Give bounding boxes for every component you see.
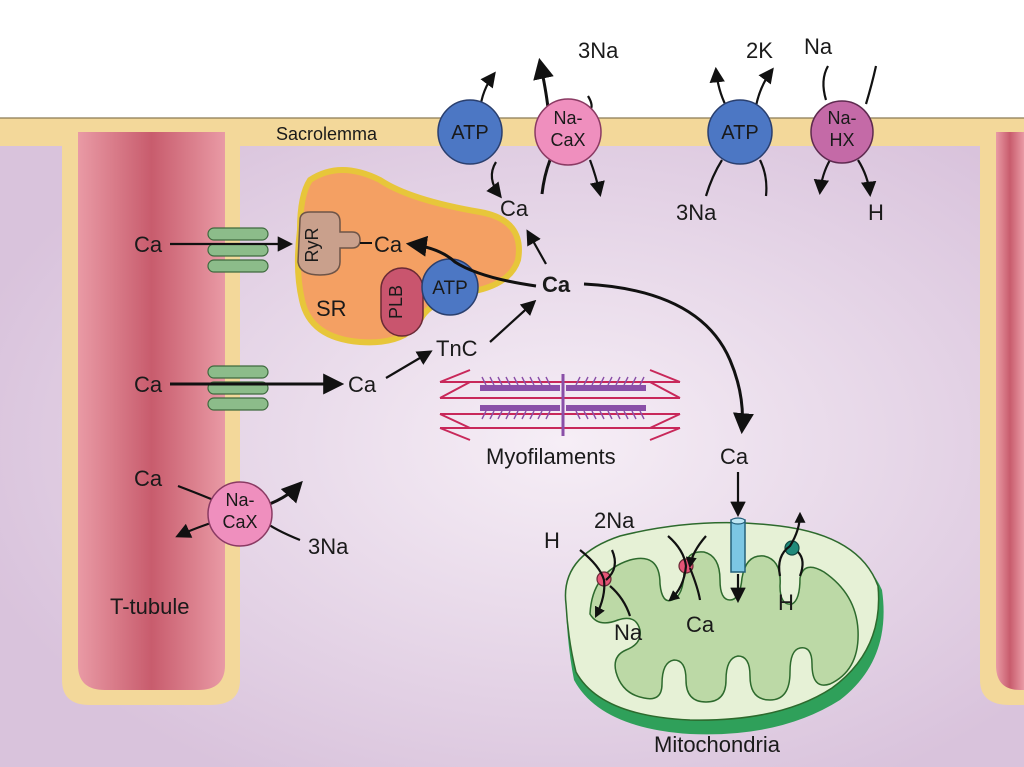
tnc-label: TnC	[436, 336, 478, 361]
sl-nacax-3na: 3Na	[578, 38, 619, 63]
mito-na-label: Na	[614, 620, 643, 645]
ttubule-ca-upper: Ca	[134, 232, 163, 257]
sr-atp-pump: ATP	[421, 258, 479, 316]
plb-protein: PLB	[380, 267, 424, 337]
sarcolemma-label: Sacrolemma	[276, 124, 378, 144]
t-tubule-label: T-tubule	[110, 594, 190, 619]
mito-2na-label: 2Na	[594, 508, 635, 533]
mito-ca-uniporter	[730, 517, 746, 573]
sl-atp2-label: ATP	[721, 122, 758, 144]
ttubule-na-cax-exchanger: Na- CaX	[207, 481, 273, 547]
sl-h-label: H	[868, 200, 884, 225]
mito-ca-label: Ca	[720, 444, 749, 469]
mito-h-left: H	[544, 528, 560, 553]
sarcolemma-na-cax-exchanger: Na- CaX	[534, 98, 602, 166]
sarcolemma-atp-pump-1: ATP	[437, 99, 503, 165]
ttubule-nacax-line2: CaX	[222, 512, 257, 532]
sr-ca-label: Ca	[374, 232, 403, 257]
l-type-channel-upper	[207, 227, 269, 273]
sarcolemma-atp-pump-2: ATP	[707, 99, 773, 165]
mito-ca-inner-label: Ca	[686, 612, 715, 637]
ryr-receptor: RyR	[297, 211, 361, 276]
sl-na-label: Na	[804, 34, 833, 59]
myofilaments-label: Myofilaments	[486, 444, 616, 469]
sarcolemma-na-hx-exchanger: Na- HX	[810, 100, 874, 164]
sl-nahx-line2: HX	[829, 130, 854, 150]
plb-label: PLB	[386, 285, 406, 319]
ttubule-nacax-3na: 3Na	[308, 534, 349, 559]
sl-nacax-line2: CaX	[550, 130, 585, 150]
sl-nahx-line1: Na-	[827, 108, 856, 128]
ttubule-nacax-ca: Ca	[134, 466, 163, 491]
t-tubule-right	[980, 118, 1024, 705]
ttubule-ca-lower: Ca	[134, 372, 163, 397]
cyto-ca-label: Ca	[348, 372, 377, 397]
sl-atp1-label: ATP	[451, 122, 488, 144]
sl-3na-label: 3Na	[676, 200, 717, 225]
mitochondria-label: Mitochondria	[654, 732, 781, 757]
central-ca-label: Ca	[542, 272, 571, 297]
mito-h-right: H	[778, 590, 794, 615]
ttubule-nacax-line1: Na-	[225, 490, 254, 510]
sl-nacax-line1: Na-	[553, 108, 582, 128]
ryr-label: RyR	[302, 228, 322, 263]
sr-label: SR	[316, 296, 347, 321]
l-type-channel-lower	[207, 365, 269, 411]
sl-2k-label: 2K	[746, 38, 773, 63]
sr-atp-label: ATP	[432, 278, 468, 299]
sl-ca-label: Ca	[500, 196, 529, 221]
t-tubule	[62, 118, 240, 705]
myofilaments	[439, 369, 681, 441]
